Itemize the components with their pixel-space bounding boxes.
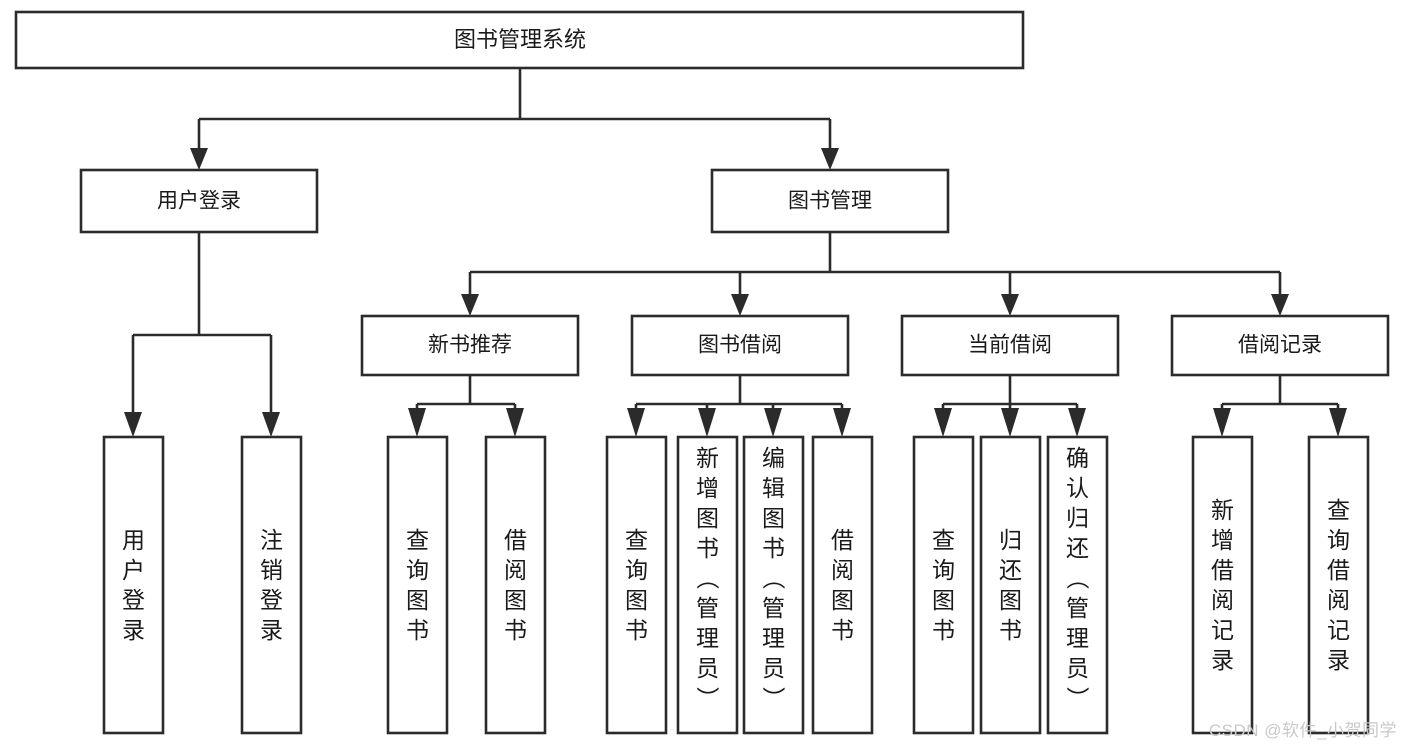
leaf-label-logout: 注销登录 bbox=[260, 527, 283, 643]
leaf-label-bb-query-book: 查询图书 bbox=[625, 527, 648, 643]
leaf-label-cb-confirm-return: 确认归还（管理员） bbox=[1064, 445, 1091, 710]
leaf-box-bb-edit-book[interactable] bbox=[742, 435, 805, 735]
leaf-box-bb-add-book[interactable] bbox=[676, 435, 739, 735]
arrow-bb-leaf-2 bbox=[698, 408, 716, 437]
current-borrow-label: 当前借阅 bbox=[968, 334, 1052, 357]
root-box[interactable] bbox=[14, 10, 1025, 70]
new-book-recommend-box[interactable] bbox=[360, 314, 580, 377]
leaf-label-cb-query-book: 查询图书 bbox=[932, 527, 955, 643]
arrow-user-login bbox=[190, 148, 208, 170]
arrow-br-leaf-2 bbox=[1329, 408, 1347, 437]
leaf-node[interactable]: 用户登录 bbox=[102, 435, 165, 735]
leaf-label-bb-add-book: 新增图书（管理员） bbox=[694, 445, 721, 710]
arrow-nb-leaf-1 bbox=[408, 408, 426, 437]
book-borrow-box[interactable] bbox=[630, 314, 850, 377]
leaf-label-cb-return-book: 归还图书 bbox=[999, 527, 1022, 643]
leaf-box-cb-return-book[interactable] bbox=[979, 435, 1042, 735]
node-current-borrow[interactable]: 当前借阅 bbox=[900, 314, 1120, 377]
leaf-label-user-login: 用户登录 bbox=[122, 527, 145, 643]
leaf-box-bb-borrow-book[interactable] bbox=[811, 435, 874, 735]
arrow-current-borrow bbox=[1001, 294, 1019, 316]
arrow-borrow-record bbox=[1271, 294, 1289, 316]
leaf-label-bb-edit-book: 编辑图书（管理员） bbox=[760, 445, 787, 710]
connector-layer bbox=[124, 68, 1347, 437]
node-book-borrow[interactable]: 图书借阅 bbox=[630, 314, 850, 377]
arrow-book-borrow bbox=[731, 294, 749, 316]
current-borrow-box[interactable] bbox=[900, 314, 1120, 377]
arrow-cb-leaf-2 bbox=[1001, 408, 1019, 437]
arrow-cb-leaf-3 bbox=[1068, 408, 1086, 437]
user-login-label: 用户登录 bbox=[157, 190, 241, 213]
arrow-book-mgmt bbox=[821, 148, 839, 170]
book-management-box[interactable] bbox=[710, 168, 950, 234]
arrow-bb-leaf-1 bbox=[627, 408, 645, 437]
leaf-label-br-query-record: 查询借阅记录 bbox=[1327, 497, 1350, 673]
arrow-br-leaf-1 bbox=[1213, 408, 1231, 437]
arrow-leaf-user-login bbox=[124, 412, 142, 437]
borrow-record-box[interactable] bbox=[1170, 314, 1390, 377]
arrow-bb-leaf-3 bbox=[764, 408, 782, 437]
node-new-book-recommend[interactable]: 新书推荐 bbox=[360, 314, 580, 377]
leaf-text-wrap: 用户登录 bbox=[122, 527, 145, 643]
arrow-cb-leaf-1 bbox=[934, 408, 952, 437]
borrow-record-label: 借阅记录 bbox=[1238, 334, 1322, 357]
leaf-box-cb-query-book[interactable] bbox=[912, 435, 975, 735]
leaf-box-nb-query-book[interactable] bbox=[386, 435, 449, 735]
arrow-nb-leaf-2 bbox=[506, 408, 524, 437]
csdn-watermark: CSDN @软件_小贺同学 bbox=[1208, 721, 1397, 740]
leaf-label-nb-borrow-book: 借阅图书 bbox=[504, 527, 527, 643]
leaf-box-user-login[interactable] bbox=[102, 435, 165, 735]
leaf-box-logout[interactable] bbox=[240, 435, 303, 735]
root-label: 图书管理系统 bbox=[454, 27, 586, 52]
node-user-login[interactable]: 用户登录 bbox=[79, 168, 319, 234]
leaf-label-br-add-record: 新增借阅记录 bbox=[1211, 497, 1234, 673]
leaf-box-nb-borrow-book[interactable] bbox=[484, 435, 547, 735]
node-borrow-record[interactable]: 借阅记录 bbox=[1170, 314, 1390, 377]
book-borrow-label: 图书借阅 bbox=[698, 334, 782, 357]
leaf-label-bb-borrow-book: 借阅图书 bbox=[831, 527, 854, 643]
leaf-box-cb-confirm-return[interactable] bbox=[1046, 435, 1109, 735]
user-login-box[interactable] bbox=[79, 168, 319, 234]
leaf-box-bb-query-book[interactable] bbox=[605, 435, 668, 735]
new-book-recommend-label: 新书推荐 bbox=[428, 334, 512, 357]
arrow-bb-leaf-4 bbox=[833, 408, 851, 437]
node-book-management[interactable]: 图书管理 bbox=[710, 168, 950, 234]
arrow-new-book bbox=[461, 294, 479, 316]
arrow-leaf-logout bbox=[262, 412, 280, 437]
leaf-box-br-query-record[interactable] bbox=[1307, 435, 1370, 735]
node-root[interactable]: 图书管理系统 bbox=[14, 10, 1025, 70]
leaf-box-br-add-record[interactable] bbox=[1191, 435, 1254, 735]
book-management-label: 图书管理 bbox=[788, 190, 872, 213]
leaf-label-nb-query-book: 查询图书 bbox=[406, 527, 429, 643]
